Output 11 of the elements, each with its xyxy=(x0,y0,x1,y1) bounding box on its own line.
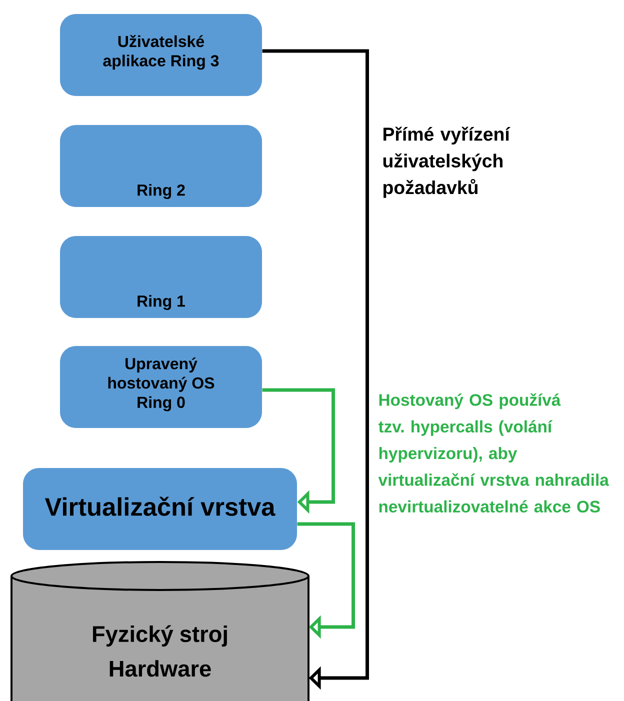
edge-label: Přímé vyřízení uživatelských požadavků xyxy=(383,126,510,198)
rounded-box: Upravený hostovaný OS Ring 0 xyxy=(60,346,262,428)
rounded-box: Virtualizační vrstva xyxy=(23,468,297,550)
rounded-box: Ring 2 xyxy=(60,125,262,207)
arrow xyxy=(262,49,369,690)
rounded-box: Uživatelské aplikace Ring 3 xyxy=(60,14,262,96)
arrow xyxy=(297,522,355,639)
note-text: Hostovaný OS používá tzv. hypercalls (volání hypervizoru), aby virtualizační vrstva nahradila nevirtualizovatelné akce OS xyxy=(378,393,609,513)
rounded-box: Ring 1 xyxy=(60,236,262,318)
arrow xyxy=(262,388,335,514)
cylinder: Fyzický stroj Hardware xyxy=(10,561,310,701)
